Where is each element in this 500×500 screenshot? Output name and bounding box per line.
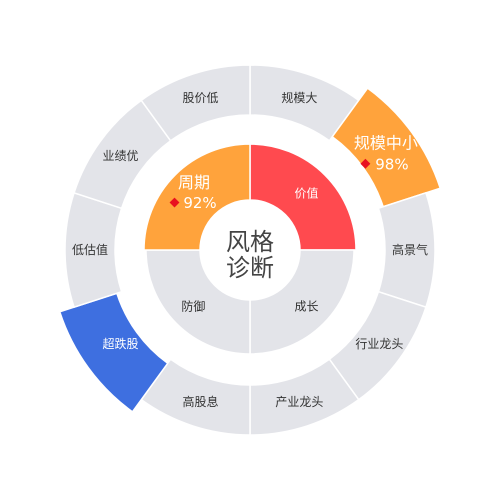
outer-segment-label: 产业龙头: [275, 395, 323, 409]
outer-segment-percent: 98%: [375, 155, 408, 173]
outer-segment-label: 业绩优: [103, 149, 139, 163]
inner-segment: [249, 249, 355, 355]
outer-segment-label: 股价低: [183, 91, 219, 105]
outer-segment-label: 规模中小: [354, 133, 418, 152]
outer-ring: [58, 64, 442, 436]
inner-segment-percent-group: 92%: [169, 194, 217, 212]
outer-segment: [58, 292, 169, 413]
outer-segment-label: 规模大: [281, 90, 317, 105]
inner-segment: [145, 249, 251, 355]
inner-segment-label: 防御: [181, 299, 205, 314]
outer-segment-label: 行业龙头: [355, 337, 403, 351]
inner-segment: [249, 143, 357, 251]
outer-segment-label: 高股息: [183, 394, 219, 409]
outer-segment-percent-group: 98%: [360, 155, 409, 173]
outer-segment: [140, 64, 251, 142]
outer-segment-label: 超跌股: [103, 336, 139, 351]
inner-segment: [143, 143, 251, 251]
inner-segment-label: 成长: [295, 300, 319, 314]
outer-segment-label: 高景气: [392, 242, 428, 257]
outer-segment-label: 低估值: [72, 242, 108, 257]
inner-segment-percent: 92%: [183, 194, 216, 212]
center-title-line-2: 诊断: [226, 254, 274, 282]
diamond-marker-icon: [360, 158, 371, 169]
outer-segment: [331, 87, 442, 208]
diamond-marker-icon: [169, 197, 180, 208]
inner-segment-label: 价值: [295, 185, 319, 200]
center-title-line-1: 风格: [226, 228, 274, 256]
inner-segment-label: 周期: [178, 173, 210, 192]
inner-ring: [143, 143, 357, 355]
